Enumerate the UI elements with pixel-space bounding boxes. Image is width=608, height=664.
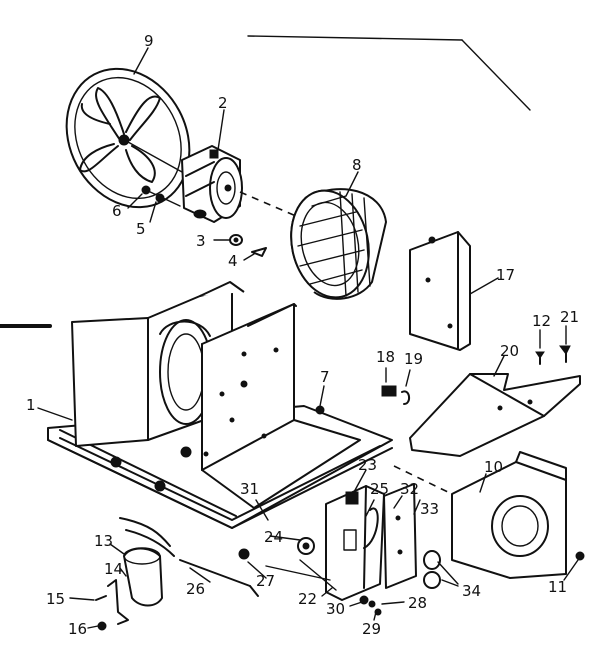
part-32-33-control-plate xyxy=(383,483,441,589)
callout-6: 6 xyxy=(112,202,122,220)
part-8-blower-wheel xyxy=(290,188,387,300)
callout-4: 4 xyxy=(228,252,238,270)
callout-28: 28 xyxy=(408,594,427,612)
callout-29: 29 xyxy=(362,620,381,638)
leader-lines xyxy=(37,47,579,629)
callout-8: 8 xyxy=(352,156,362,174)
callout-34: 34 xyxy=(462,582,481,600)
callout-labels: 9 2 8 6 5 3 4 17 12 21 20 18 19 7 1 23 1… xyxy=(26,32,579,638)
part-18-19-clips xyxy=(381,385,410,405)
callout-17: 17 xyxy=(496,266,515,284)
callout-10: 10 xyxy=(484,458,503,476)
part-24-26-27-wiring xyxy=(119,517,337,597)
callout-14: 14 xyxy=(104,560,123,578)
frame-lines xyxy=(0,35,531,328)
part-12-21-screws xyxy=(535,345,571,365)
callout-26: 26 xyxy=(186,580,205,598)
callout-11: 11 xyxy=(548,578,567,596)
center-partition xyxy=(201,303,361,509)
callout-7: 7 xyxy=(320,368,330,386)
callout-21: 21 xyxy=(560,308,579,326)
part-23-25-control-box xyxy=(325,485,385,601)
callout-22: 22 xyxy=(298,590,317,608)
callout-2: 2 xyxy=(218,94,228,112)
part-2-fan-motor xyxy=(127,141,297,223)
callout-13: 13 xyxy=(94,532,113,550)
callout-1: 1 xyxy=(26,396,36,414)
part-28-29-30-hardware xyxy=(359,595,382,616)
callout-15: 15 xyxy=(46,590,65,608)
callout-9: 9 xyxy=(144,32,154,50)
callout-3: 3 xyxy=(196,232,206,250)
callout-16: 16 xyxy=(68,620,87,638)
part-20-top-cover xyxy=(409,373,581,457)
callout-32: 32 xyxy=(400,480,419,498)
callout-24: 24 xyxy=(264,528,283,546)
callout-5: 5 xyxy=(136,220,146,238)
callout-20: 20 xyxy=(500,342,519,360)
part-17-panel xyxy=(409,231,471,351)
callout-23: 23 xyxy=(358,456,377,474)
callout-18: 18 xyxy=(376,348,395,366)
callout-31: 31 xyxy=(240,480,259,498)
callout-12: 12 xyxy=(532,312,551,330)
part-9-fan-shroud xyxy=(65,67,191,209)
callout-33: 33 xyxy=(420,500,439,518)
callout-25: 25 xyxy=(370,480,389,498)
callout-30: 30 xyxy=(326,600,345,618)
part-5-6-fasteners xyxy=(141,185,181,207)
callout-27: 27 xyxy=(256,572,275,590)
part-13-14-capacitor xyxy=(95,547,163,631)
callout-19: 19 xyxy=(404,350,423,368)
